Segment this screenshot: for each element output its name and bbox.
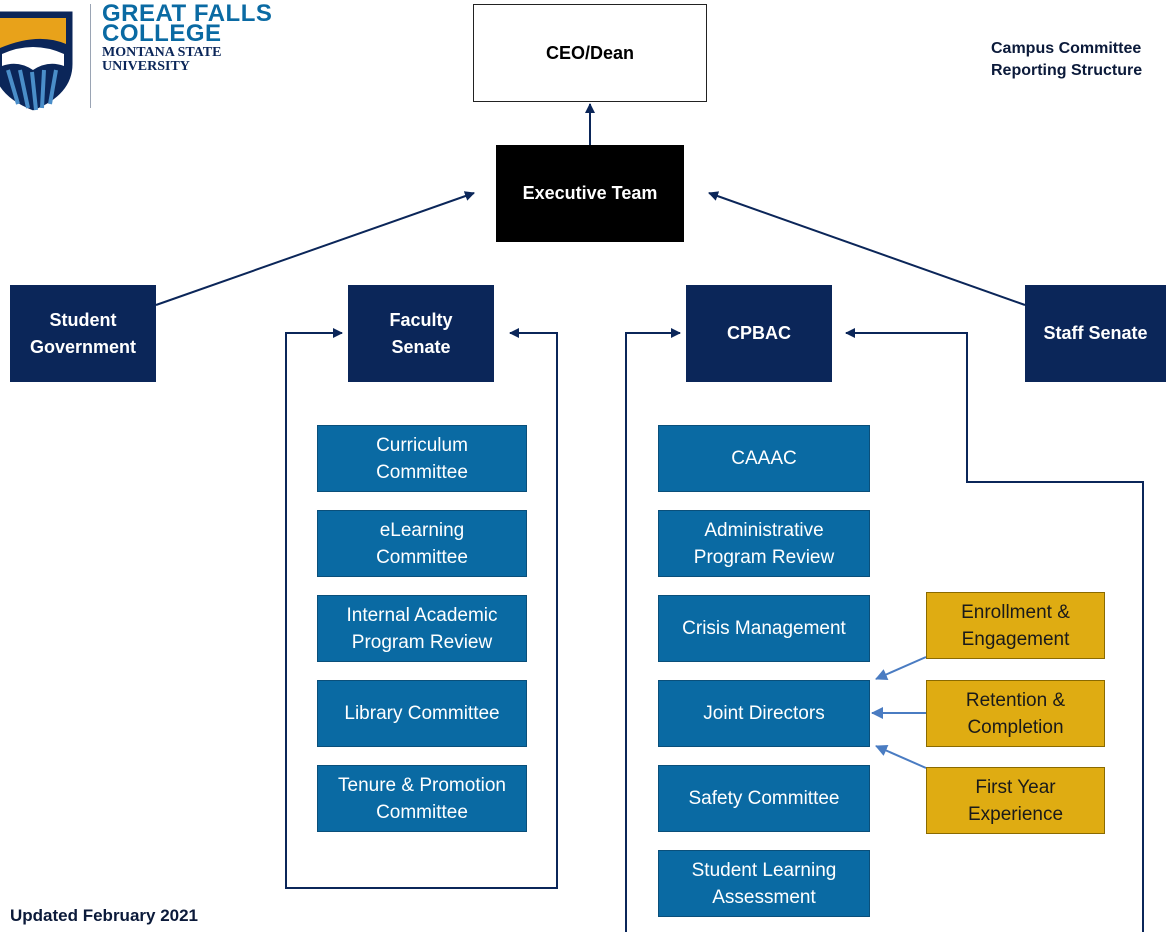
- safety-committee-box: Safety Committee: [658, 765, 870, 832]
- crisis-management-box: Crisis Management: [658, 595, 870, 662]
- ceo-dean-box: CEO/Dean: [473, 4, 707, 102]
- committee-label: Tenure & Promotion Committee: [338, 774, 506, 823]
- student-government-box: Student Government: [10, 285, 156, 382]
- faculty-senate-box: Faculty Senate: [348, 285, 494, 382]
- student-government-label: Student Government: [29, 309, 137, 357]
- faculty-senate-label: Faculty Senate: [389, 309, 453, 357]
- college-shield-logo: [0, 8, 76, 114]
- logo-line-university: UNIVERSITY: [102, 59, 190, 74]
- logo-line-college: COLLEGE: [102, 20, 222, 47]
- logo-wordmark: GREAT FALLS COLLEGE: [102, 0, 273, 47]
- staff-senate-box: Staff Senate: [1025, 285, 1166, 382]
- group-label: Enrollment & Engagement: [961, 601, 1070, 650]
- committee-label: Safety Committee: [688, 788, 840, 809]
- arrow-firstyear-to-joint: [875, 744, 927, 769]
- arrow-enrollment-to-joint: [875, 656, 927, 681]
- joint-directors-box: Joint Directors: [658, 680, 870, 747]
- committee-label: Crisis Management: [682, 618, 846, 639]
- caaac-box: CAAAC: [658, 425, 870, 492]
- administrative-program-review-box: Administrative Program Review: [658, 510, 870, 577]
- committee-label: eLearning Committee: [376, 519, 468, 568]
- curriculum-committee-box: Curriculum Committee: [317, 425, 527, 492]
- arrow-staff-to-exec: [708, 191, 1026, 306]
- committee-label: Student Learning Assessment: [691, 859, 837, 908]
- logo-divider: [90, 4, 91, 108]
- staff-senate-label: Staff Senate: [1043, 323, 1148, 343]
- first-year-experience-box: First Year Experience: [926, 767, 1105, 834]
- student-learning-assessment-box: Student Learning Assessment: [658, 850, 870, 917]
- executive-team-label: Executive Team: [522, 183, 658, 203]
- enrollment-engagement-box: Enrollment & Engagement: [926, 592, 1105, 659]
- cpbac-left-line: [625, 332, 679, 932]
- committee-label: Administrative Program Review: [693, 519, 835, 568]
- chart-title: Campus Committee Reporting Structure: [991, 38, 1142, 82]
- ceo-dean-label: CEO/Dean: [545, 42, 635, 63]
- logo-subtitle: MONTANA STATE UNIVERSITY: [102, 46, 221, 74]
- committee-label: Joint Directors: [703, 703, 825, 724]
- internal-academic-program-review-box: Internal Academic Program Review: [317, 595, 527, 662]
- arrow-student-to-exec: [155, 191, 475, 306]
- executive-team-box: Executive Team: [496, 145, 684, 242]
- cpbac-label: CPBAC: [726, 323, 791, 343]
- committee-label: CAAAC: [731, 448, 797, 469]
- tenure-promotion-committee-box: Tenure & Promotion Committee: [317, 765, 527, 832]
- elearning-committee-box: eLearning Committee: [317, 510, 527, 577]
- retention-completion-box: Retention & Completion: [926, 680, 1105, 747]
- faculty-loop-line: [285, 332, 558, 889]
- updated-date: Updated February 2021: [10, 906, 199, 925]
- committee-label: Curriculum Committee: [376, 434, 468, 483]
- logo-line-great-falls: GREAT FALLS: [102, 0, 273, 27]
- chart-title-line2: Reporting Structure: [991, 62, 1143, 79]
- library-committee-box: Library Committee: [317, 680, 527, 747]
- committee-label: Internal Academic Program Review: [346, 604, 498, 653]
- cpbac-right-line: [845, 328, 1144, 932]
- chart-title-line1: Campus Committee: [991, 40, 1142, 57]
- cpbac-box: CPBAC: [686, 285, 832, 382]
- logo-line-montana-state: MONTANA STATE: [102, 45, 222, 60]
- group-label: Retention & Completion: [965, 689, 1066, 738]
- committee-label: Library Committee: [344, 703, 500, 724]
- group-label: First Year Experience: [967, 776, 1064, 825]
